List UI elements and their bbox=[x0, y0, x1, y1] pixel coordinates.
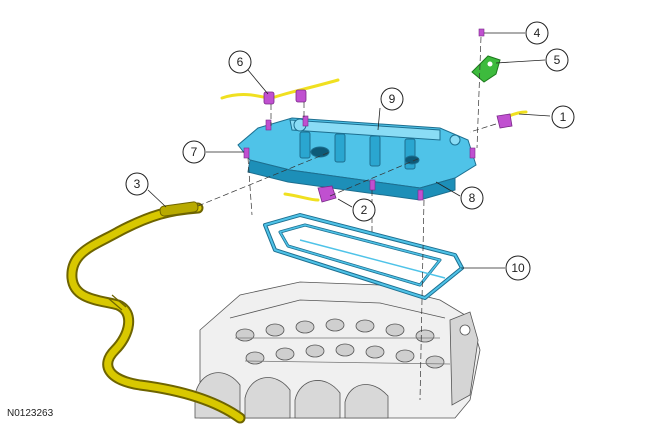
callout-4-label: 4 bbox=[534, 26, 541, 40]
callout-6-label: 6 bbox=[237, 55, 244, 69]
valve-cover bbox=[237, 117, 477, 201]
callout-7: 7 bbox=[182, 140, 206, 164]
callout-8-label: 8 bbox=[469, 191, 476, 205]
callout-7-label: 7 bbox=[191, 145, 198, 159]
callout-leaders bbox=[147, 32, 551, 269]
callout-10-label: 10 bbox=[511, 261, 525, 275]
callout-10: 10 bbox=[505, 255, 531, 281]
callout-3-label: 3 bbox=[134, 177, 141, 191]
pcv-hose bbox=[66, 201, 246, 424]
callout-3: 3 bbox=[125, 172, 149, 196]
callout-9-label: 9 bbox=[389, 92, 396, 106]
callout-2-label: 2 bbox=[361, 203, 368, 217]
wiring-bracket bbox=[471, 55, 501, 83]
callout-2: 2 bbox=[352, 198, 376, 222]
wire-connectors bbox=[263, 89, 513, 203]
engine-block bbox=[194, 281, 481, 419]
callout-8: 8 bbox=[460, 186, 484, 210]
bracket-bolt bbox=[478, 28, 485, 37]
figure-id: N0123263 bbox=[7, 408, 54, 419]
callout-1: 1 bbox=[551, 105, 575, 129]
callout-1-label: 1 bbox=[560, 110, 567, 124]
callout-6: 6 bbox=[228, 50, 252, 74]
callout-4: 4 bbox=[525, 21, 549, 45]
callout-9: 9 bbox=[380, 87, 404, 111]
callout-5: 5 bbox=[545, 48, 569, 72]
cover-bolts bbox=[243, 115, 476, 201]
callout-5-label: 5 bbox=[554, 53, 561, 67]
